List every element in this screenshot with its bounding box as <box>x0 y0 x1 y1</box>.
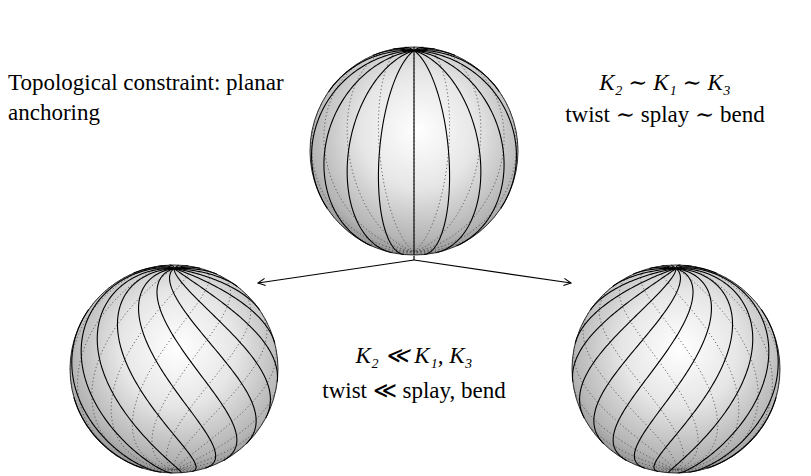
constant-relation: K₂ ≪ K₁, K₃ <box>284 341 544 371</box>
hidden-field-line <box>78 265 174 470</box>
field-line <box>324 51 414 246</box>
field-line <box>174 265 178 268</box>
field-line <box>174 269 277 382</box>
hidden-field-line <box>174 460 224 469</box>
field-line <box>414 50 455 56</box>
hidden-field-line <box>676 265 772 470</box>
field-line <box>676 265 680 268</box>
field-line <box>157 269 237 461</box>
hidden-field-line <box>132 268 209 469</box>
field-line <box>676 268 769 473</box>
hidden-field-line <box>89 273 134 309</box>
sphere <box>572 265 780 473</box>
sphere <box>70 265 278 473</box>
constant-relation: K₂ ∼ K₁ ∼ K₃ <box>523 68 807 98</box>
sphere-body <box>70 265 278 473</box>
sphere-body <box>310 47 518 255</box>
field-line <box>676 267 716 273</box>
field-line <box>414 50 499 91</box>
field-line <box>174 266 188 269</box>
stem-line <box>413 256 414 260</box>
field-line <box>654 269 733 472</box>
hidden-field-line <box>111 266 191 469</box>
hidden-field-line <box>414 92 516 252</box>
field-line <box>707 397 776 468</box>
field-line <box>573 269 676 382</box>
field-line <box>378 51 414 255</box>
hidden-field-line <box>312 92 414 252</box>
field-line <box>414 51 504 246</box>
field-line <box>174 269 260 310</box>
field-line <box>689 310 778 473</box>
field-line <box>590 269 676 310</box>
hidden-field-line <box>658 469 676 471</box>
field-line <box>414 51 450 255</box>
hidden-field-line <box>324 55 414 251</box>
arrow-left <box>258 260 414 283</box>
deformation-relation: twist ≪ splay, bend <box>284 376 544 406</box>
sphere-body <box>572 265 780 473</box>
hidden-field-line <box>641 268 718 469</box>
hidden-field-line <box>404 251 414 254</box>
hidden-field-line <box>174 310 267 470</box>
field-line <box>669 268 753 472</box>
hidden-field-line <box>414 251 424 254</box>
field-line <box>174 269 270 418</box>
hidden-field-line <box>414 55 504 251</box>
arrow-right <box>414 260 571 283</box>
field-line <box>74 397 143 468</box>
hidden-field-line <box>152 274 231 469</box>
field-line <box>72 310 161 473</box>
hidden-field-line <box>174 381 277 469</box>
hidden-field-line <box>659 266 739 469</box>
field-line <box>414 51 516 209</box>
hidden-field-line <box>716 273 761 309</box>
field-line <box>174 268 217 274</box>
hidden-field-line <box>619 274 698 469</box>
hidden-field-line <box>626 460 676 469</box>
hidden-field-line <box>174 418 266 469</box>
field-line <box>312 51 414 209</box>
field-line <box>413 51 414 255</box>
field-line <box>580 269 676 418</box>
hidden-field-line <box>172 469 175 473</box>
hidden-field-line <box>392 251 414 253</box>
field-line <box>613 269 693 461</box>
field-line <box>170 269 257 444</box>
field-line <box>174 269 237 287</box>
hidden-field-line <box>583 310 676 470</box>
branch-arrows <box>258 256 571 283</box>
field-line <box>575 269 676 343</box>
sphere <box>310 47 518 255</box>
field-line <box>414 47 423 50</box>
field-line <box>676 266 692 269</box>
field-line <box>347 51 414 253</box>
constraint-label: Topological constraint: planar anchoring <box>8 68 298 128</box>
deformation-relation: twist ∼ splay ∼ bend <box>523 100 807 130</box>
field-line <box>117 269 196 472</box>
field-line <box>174 269 275 343</box>
hidden-field-line <box>573 381 676 469</box>
hidden-field-line <box>584 418 676 469</box>
field-line <box>81 268 174 473</box>
